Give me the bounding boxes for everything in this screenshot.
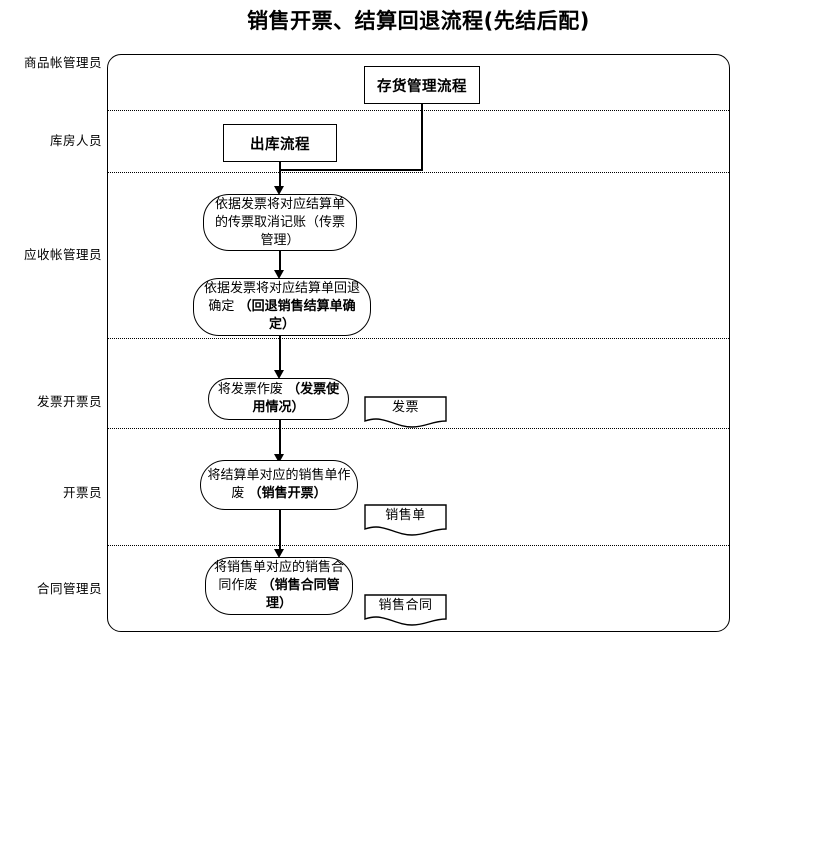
lane-divider-3	[108, 338, 729, 339]
connector-junction-horizontal	[279, 169, 423, 171]
document-sales-order: 销售单	[364, 504, 447, 536]
process-2-emph: （回退销售结算单确定）	[238, 299, 356, 332]
arrowhead-to-process-2	[274, 270, 284, 279]
process-1-emph: （传票管理）	[260, 214, 346, 248]
lane-label-invoice-issuer: 发票开票员	[36, 394, 102, 409]
connector-process1-to-process2	[279, 251, 281, 273]
document-invoice: 发票	[364, 396, 447, 428]
lane-divider-5	[108, 545, 729, 546]
lane-label-receivable-account: 应收帐管理员	[23, 247, 102, 262]
swimlane-container	[107, 54, 730, 632]
lane-label-biller: 开票员	[62, 485, 102, 500]
process-cancel-voucher-posting[interactable]: 依据发票将对应结算单的传票取消记账（传票管理）	[203, 194, 357, 251]
process-void-sales-contract[interactable]: 将销售单对应的销售合同作废 （销售合同管理）	[205, 557, 353, 615]
lane-divider-2	[108, 172, 729, 173]
arrowhead-to-process-3	[274, 370, 284, 379]
process-2-lead: 依据发票将对应结算单回退确定	[203, 281, 360, 314]
process-confirm-settlement-rollback[interactable]: 依据发票将对应结算单回退确定 （回退销售结算单确定）	[193, 278, 371, 336]
diagram-title: 销售开票、结算回退流程(先结后配)	[247, 9, 590, 33]
process-4-lead: 将结算单对应的销售单作废	[207, 468, 351, 501]
process-4-emph: （销售开票）	[248, 486, 327, 501]
process-void-sales-order[interactable]: 将结算单对应的销售单作废 （销售开票）	[200, 460, 358, 510]
process-3-lead: 将发票作废	[217, 382, 288, 397]
process-5-lead: 将销售单对应的销售合同作废	[213, 560, 344, 593]
connector-process4-to-process5	[279, 510, 281, 552]
lane-label-goods-account: 商品帐管理员	[23, 55, 102, 70]
document-sales-order-label: 销售单	[385, 508, 426, 523]
lane-divider-1	[108, 110, 729, 111]
process-1-lead: 依据发票将对应结算单的传票取消记账	[214, 196, 345, 230]
arrowhead-to-process-5	[274, 549, 284, 558]
process-5-emph: （销售合同管理）	[261, 578, 340, 611]
ref-box-inventory-management-process[interactable]: 存货管理流程	[364, 66, 480, 104]
connector-inventory-vertical	[421, 104, 423, 170]
arrowhead-to-process-1	[274, 186, 284, 195]
lane-label-warehouse: 库房人员	[49, 133, 102, 148]
document-sales-contract: 销售合同	[364, 594, 447, 626]
arrowhead-to-process-4	[274, 454, 284, 463]
lane-divider-4	[108, 428, 729, 429]
lane-label-contract-manager: 合同管理员	[36, 581, 102, 596]
process-void-invoice[interactable]: 将发票作废 （发票使用情况）	[208, 378, 349, 420]
process-3-emph: （发票使用情况）	[252, 382, 340, 415]
document-invoice-label: 发票	[391, 400, 419, 415]
connector-process2-to-process3	[279, 336, 281, 374]
connector-process3-to-process4	[279, 420, 281, 458]
connector-outbound-stub	[279, 162, 281, 170]
ref-box-outbound-process[interactable]: 出库流程	[223, 124, 337, 162]
document-sales-contract-label: 销售合同	[378, 598, 433, 613]
connector-to-process-1	[279, 169, 281, 189]
